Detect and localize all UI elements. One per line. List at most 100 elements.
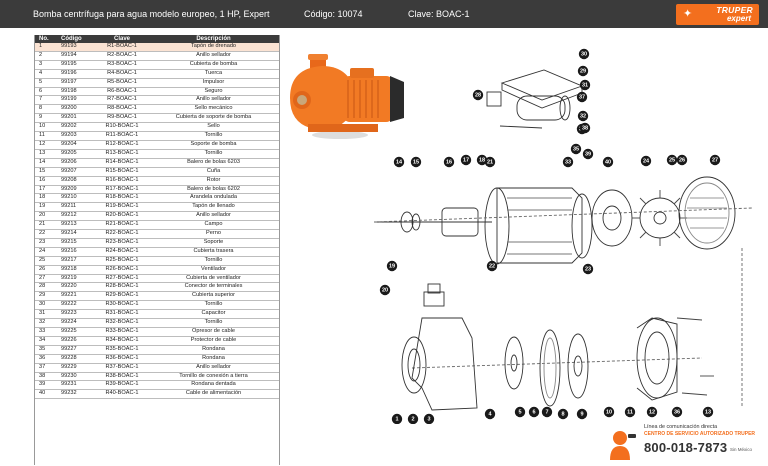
svg-text:22: 22 bbox=[489, 263, 495, 269]
cell-codigo: 99199 bbox=[61, 95, 97, 106]
cell-clave: R24-BOAC-1 bbox=[97, 247, 147, 257]
callout-27: 27 bbox=[709, 154, 721, 166]
callout-37: 37 bbox=[576, 91, 588, 103]
callout-3: 3 bbox=[423, 413, 435, 424]
svg-text:9: 9 bbox=[580, 411, 583, 417]
cell-codigo: 99204 bbox=[61, 140, 97, 150]
cell-descripcion: Capacitor bbox=[147, 309, 280, 320]
cell-descripcion: Tapón de llenado bbox=[147, 202, 280, 213]
cell-no: 33 bbox=[34, 327, 61, 337]
cell-descripcion: Arandela ondulada bbox=[147, 193, 280, 204]
service-line-label: Línea de comunicación directa bbox=[644, 424, 718, 430]
cell-clave: R40-BOAC-1 bbox=[97, 389, 147, 400]
cell-no: 25 bbox=[34, 256, 61, 266]
header-bar: Bomba centrífuga para agua modelo europe… bbox=[0, 0, 768, 28]
service-phone: 800-018-7873 bbox=[644, 440, 728, 455]
svg-text:32: 32 bbox=[580, 113, 586, 119]
cell-clave: R18-BOAC-1 bbox=[97, 193, 147, 204]
callout-13: 13 bbox=[702, 406, 714, 418]
cell-clave: R10-BOAC-1 bbox=[97, 122, 147, 133]
cell-no: 18 bbox=[34, 193, 61, 204]
cell-no: 35 bbox=[34, 345, 61, 355]
cell-clave: R8-BOAC-1 bbox=[97, 104, 147, 115]
cell-descripcion: Campo bbox=[147, 220, 280, 231]
cell-descripcion: Cuña bbox=[147, 167, 280, 177]
cell-codigo: 99193 bbox=[61, 43, 97, 52]
callout-23: 23 bbox=[582, 263, 594, 275]
cell-descripcion: Tornillo bbox=[147, 131, 280, 141]
cell-codigo: 99198 bbox=[61, 87, 97, 97]
cell-codigo: 99228 bbox=[61, 354, 97, 364]
cell-codigo: 99214 bbox=[61, 229, 97, 239]
svg-text:38: 38 bbox=[582, 125, 588, 131]
svg-text:15: 15 bbox=[413, 159, 419, 165]
pump-photo bbox=[290, 54, 404, 139]
cell-clave: R30-BOAC-1 bbox=[97, 300, 147, 311]
svg-text:30: 30 bbox=[581, 51, 587, 57]
svg-text:16: 16 bbox=[446, 159, 452, 165]
cell-clave: R37-BOAC-1 bbox=[97, 363, 147, 373]
product-title: Bomba centrífuga para agua modelo europe… bbox=[33, 9, 270, 19]
cell-no: 9 bbox=[34, 113, 61, 124]
cell-no: 11 bbox=[34, 131, 61, 141]
callout-25: 25 bbox=[666, 154, 678, 166]
service-footer: Línea de comunicación directa CENTRO DE … bbox=[608, 424, 768, 466]
cell-codigo: 99215 bbox=[61, 238, 97, 248]
svg-text:27: 27 bbox=[712, 157, 718, 163]
svg-text:2: 2 bbox=[411, 416, 414, 422]
cell-no: 27 bbox=[34, 274, 61, 284]
cell-no: 31 bbox=[34, 309, 61, 320]
callout-5: 5 bbox=[514, 406, 526, 418]
callout-33: 33 bbox=[562, 156, 574, 168]
cell-no: 17 bbox=[34, 185, 61, 195]
cell-descripcion: Opresor de cable bbox=[147, 327, 280, 337]
col-header-no: No. bbox=[34, 35, 61, 43]
callout-40: 40 bbox=[602, 156, 614, 168]
cell-codigo: 99210 bbox=[61, 193, 97, 204]
cell-clave: R19-BOAC-1 bbox=[97, 202, 147, 213]
cell-codigo: 99206 bbox=[61, 158, 97, 168]
callout-38: 38 bbox=[579, 122, 591, 134]
cell-clave: R1-BOAC-1 bbox=[97, 43, 147, 52]
svg-text:31: 31 bbox=[582, 82, 588, 88]
svg-text:18: 18 bbox=[479, 157, 485, 163]
cell-descripcion: Tornillo bbox=[147, 300, 280, 311]
svg-text:8: 8 bbox=[561, 411, 564, 417]
cell-no: 29 bbox=[34, 291, 61, 302]
callout-12: 12 bbox=[646, 406, 658, 418]
cell-codigo: 99219 bbox=[61, 274, 97, 284]
cell-codigo: 99207 bbox=[61, 167, 97, 177]
svg-text:6: 6 bbox=[532, 409, 535, 415]
col-header-codigo: Código bbox=[61, 35, 97, 43]
cell-clave: R22-BOAC-1 bbox=[97, 229, 147, 239]
cell-descripcion: Soporte bbox=[147, 238, 280, 248]
callout-35: 35 bbox=[570, 143, 582, 155]
cell-no: 4 bbox=[34, 69, 61, 79]
svg-text:20: 20 bbox=[382, 287, 388, 293]
cell-descripcion: Anillo sellador bbox=[147, 363, 280, 373]
cell-codigo: 99229 bbox=[61, 363, 97, 373]
cell-no: 1 bbox=[34, 43, 61, 52]
cell-codigo: 99218 bbox=[61, 265, 97, 275]
callout-17: 17 bbox=[460, 154, 472, 166]
cell-codigo: 99201 bbox=[61, 113, 97, 124]
cell-clave: R16-BOAC-1 bbox=[97, 176, 147, 186]
svg-text:11: 11 bbox=[627, 409, 633, 415]
cell-clave: R28-BOAC-1 bbox=[97, 282, 147, 293]
cell-no: 34 bbox=[34, 336, 61, 346]
cell-descripcion: Perno bbox=[147, 229, 280, 239]
svg-text:36: 36 bbox=[674, 409, 680, 415]
svg-text:29: 29 bbox=[580, 68, 586, 74]
cell-clave: R17-BOAC-1 bbox=[97, 185, 147, 195]
cell-codigo: 99205 bbox=[61, 149, 97, 159]
